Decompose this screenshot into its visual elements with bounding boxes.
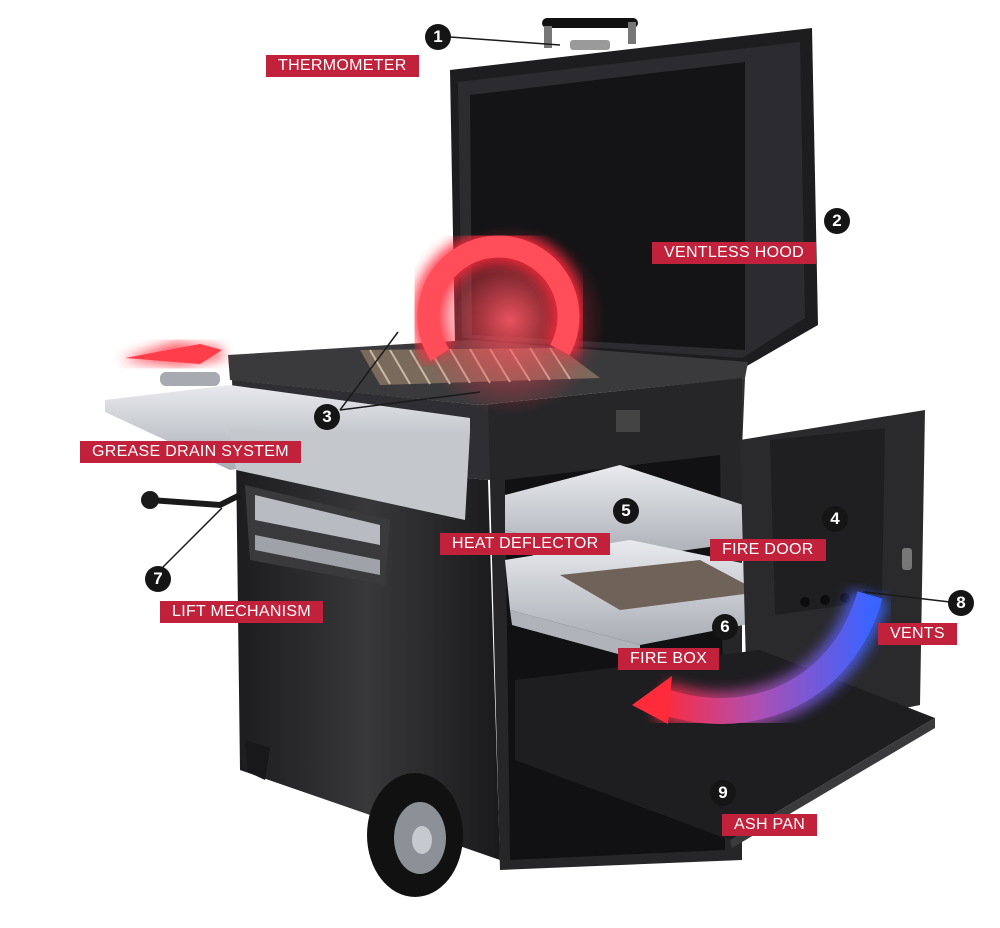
label-ash-pan: ASH PAN bbox=[722, 814, 818, 836]
heat-flow-arrows bbox=[120, 225, 890, 731]
label-grease-drain-system: GREASE DRAIN SYSTEM bbox=[80, 441, 301, 463]
label-ventless-hood: VENTLESS HOOD bbox=[652, 242, 816, 264]
label-thermometer: THERMOMETER bbox=[266, 55, 419, 77]
callout-number-2: 2 bbox=[824, 208, 850, 234]
hood-handle bbox=[542, 18, 638, 50]
label-vents: VENTS bbox=[878, 623, 957, 645]
callout-number-8: 8 bbox=[948, 590, 974, 616]
callout-number-3: 3 bbox=[314, 404, 340, 430]
label-fire-door: FIRE DOOR bbox=[710, 539, 826, 561]
label-lift-mechanism: LIFT MECHANISM bbox=[160, 601, 324, 623]
leader-lines bbox=[159, 36, 951, 603]
callout-number-4: 4 bbox=[822, 506, 848, 532]
callout-number-5: 5 bbox=[613, 498, 639, 524]
callout-number-6: 6 bbox=[712, 614, 738, 640]
callout-number-1: 1 bbox=[425, 24, 451, 50]
label-heat-deflector: HEAT DEFLECTOR bbox=[440, 533, 611, 555]
lift-mechanism bbox=[141, 485, 390, 585]
label-fire-box: FIRE BOX bbox=[618, 648, 720, 670]
callout-number-9: 9 bbox=[710, 780, 736, 806]
callout-number-7: 7 bbox=[145, 566, 171, 592]
wheel bbox=[367, 773, 463, 897]
